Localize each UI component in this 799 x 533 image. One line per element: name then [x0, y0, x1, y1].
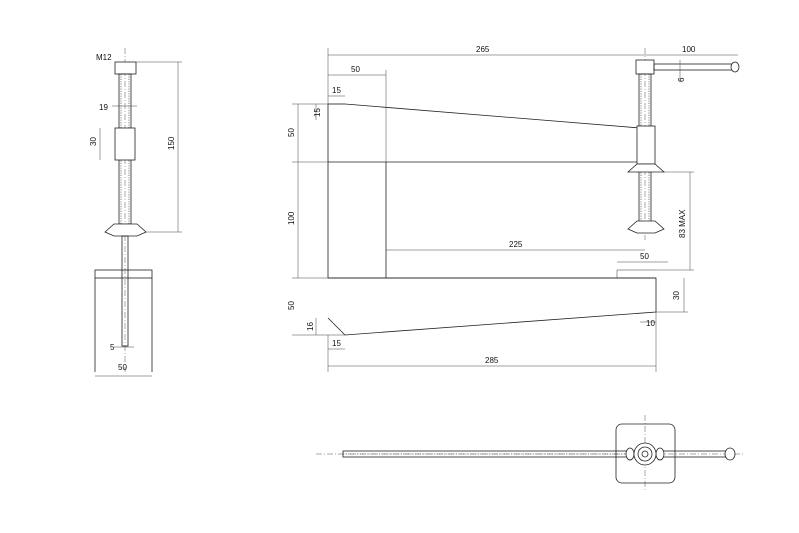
front-dim-100-left: 100	[287, 211, 296, 225]
front-sleeve	[636, 125, 656, 165]
front-dim-50-left-top: 50	[287, 128, 296, 137]
front-dim-100-top: 100	[682, 45, 696, 54]
top-plate	[615, 423, 676, 484]
side-dim-50: 50	[118, 363, 127, 372]
side-dim-m12: M12	[96, 53, 112, 62]
top-view	[316, 415, 745, 492]
side-lower-pin	[121, 235, 129, 347]
front-lock-washer	[626, 163, 666, 173]
front-dim-285: 285	[485, 356, 499, 365]
front-handle-knob	[730, 61, 740, 73]
front-dim-265: 265	[476, 45, 490, 54]
front-view: 265 100 50 15 15 50 100 6 225 50 83 MAX …	[287, 45, 740, 372]
side-view: M12 19 30 150 5 50	[89, 48, 182, 377]
side-dim-19: 19	[99, 103, 108, 112]
side-sleeve	[114, 127, 136, 161]
front-dim-15-bot: 15	[332, 339, 341, 348]
top-nut-inner	[637, 446, 653, 462]
top-handle-knob	[724, 447, 736, 461]
front-handle-bar	[653, 63, 733, 71]
front-swivel-pad	[627, 220, 665, 234]
front-top-nut	[635, 59, 655, 75]
side-dim-30: 30	[89, 137, 98, 146]
side-top-nut	[114, 61, 137, 75]
side-dim-150: 150	[167, 136, 176, 150]
front-dim-30: 30	[672, 291, 681, 300]
top-nut-outer	[633, 442, 657, 466]
front-dim-83max: 83 MAX	[678, 209, 687, 238]
side-dim-5: 5	[110, 343, 115, 352]
front-dim-6: 6	[677, 77, 686, 82]
front-dim-16: 16	[306, 322, 315, 331]
side-swivel-pad	[104, 223, 147, 237]
front-dim-15-vert: 15	[313, 108, 322, 117]
front-dim-50-left-bot: 50	[287, 301, 296, 310]
front-dim-50-top: 50	[351, 65, 360, 74]
front-dim-50-mid: 50	[640, 252, 649, 261]
front-dim-10: 10	[646, 319, 655, 328]
front-dim-225: 225	[509, 240, 523, 249]
front-frame-upper-arm	[328, 103, 641, 163]
front-frame-lower	[327, 104, 657, 336]
side-plate	[94, 269, 153, 279]
front-dim-15-top: 15	[332, 86, 341, 95]
